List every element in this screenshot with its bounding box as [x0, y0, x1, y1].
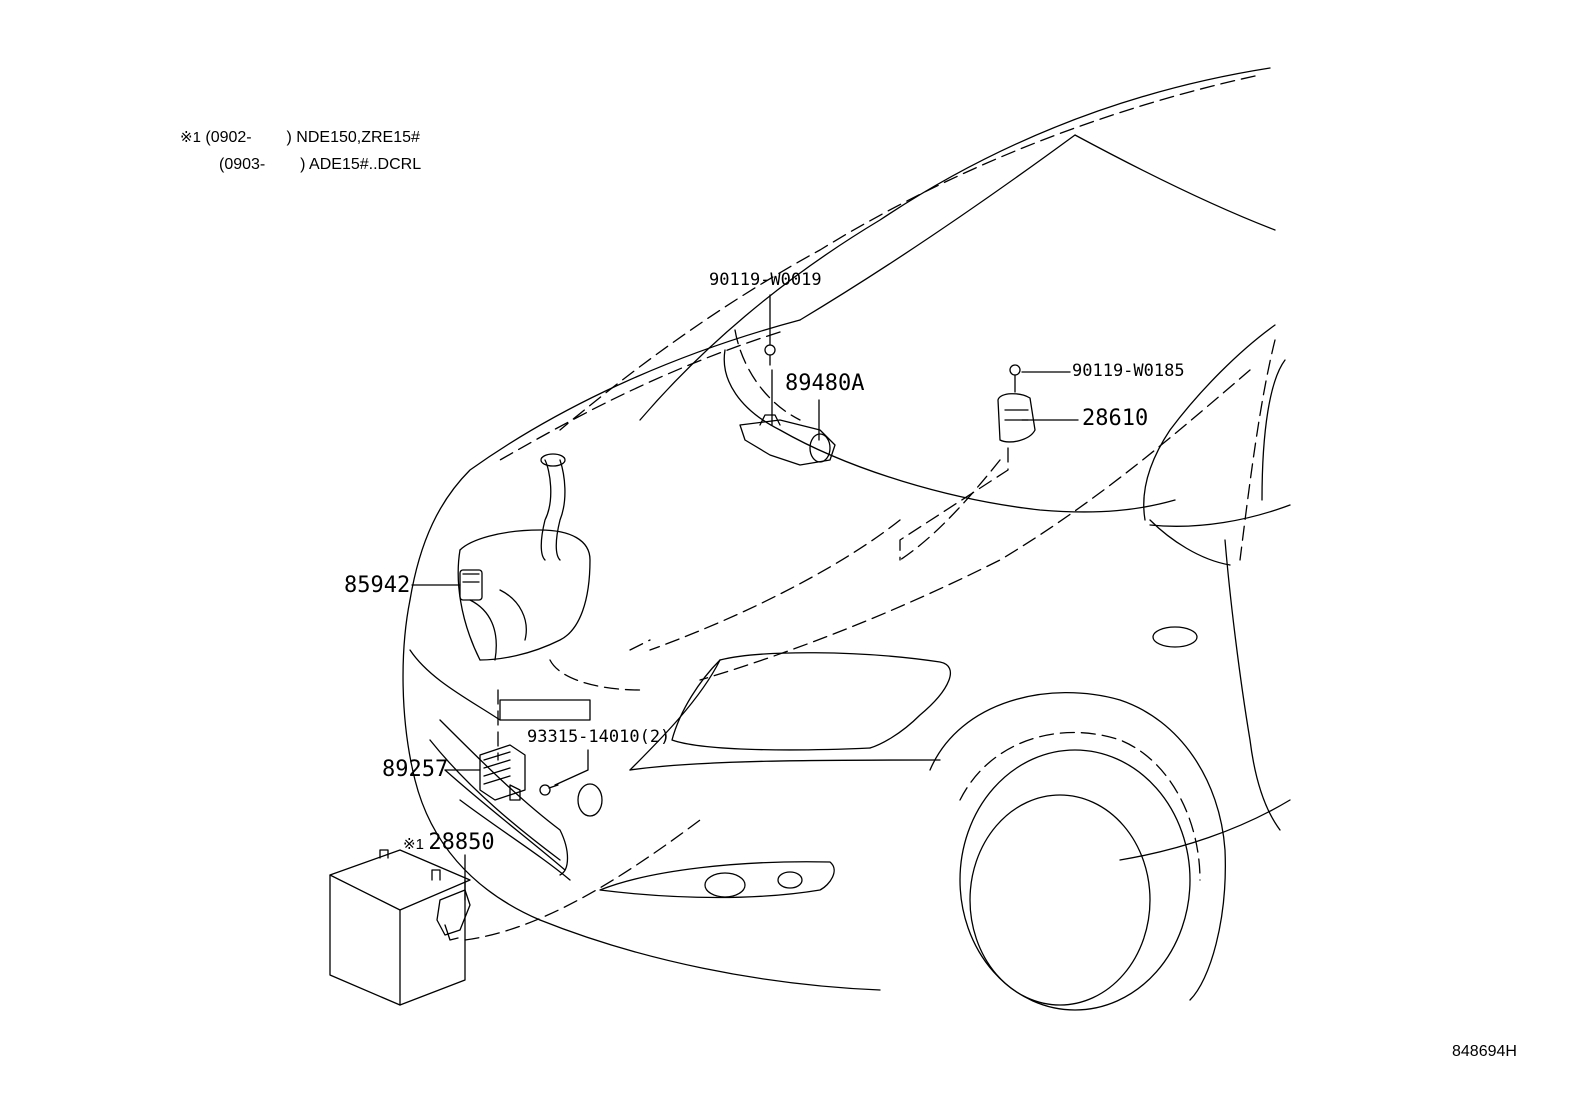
part-label-horn-relay[interactable]: 28610 — [1082, 406, 1149, 431]
note-period-1: (0902- — [205, 129, 252, 146]
battery-drawing — [329, 849, 471, 1006]
drawing-code: 848694H — [1452, 1043, 1517, 1060]
module-drawing — [479, 744, 559, 801]
part-label-washer-connector[interactable]: 85942 — [344, 573, 411, 598]
horn-relay-drawing — [997, 364, 1036, 443]
leader-lines — [411, 294, 1079, 941]
car-body-outline — [402, 67, 1291, 1011]
battery-sensor-mark: ※1 — [403, 836, 424, 853]
note-period-2: (0903- — [219, 156, 266, 173]
part-label-bolt-right[interactable]: 90119-W0185 — [1072, 361, 1185, 381]
hood-sensor-drawing — [739, 344, 836, 466]
note-models-1: ) NDE150,ZRE15# — [286, 129, 420, 146]
part-label-screw[interactable]: 93315-14010(2) — [527, 727, 671, 747]
part-label-hood-sensor[interactable]: 89480A — [785, 371, 865, 396]
note-models-2: ) ADE15#..DCRL — [300, 156, 422, 173]
battery-sensor-callout: ※1 28850 — [403, 832, 495, 854]
note-line-1: ※1 (0902- ) NDE150,ZRE15# — [180, 130, 420, 146]
note-line-2: (0903- ) ADE15#..DCRL — [219, 157, 421, 173]
part-label-battery-sensor[interactable]: 28850 — [428, 830, 495, 855]
washer-tank-drawing — [457, 453, 591, 661]
part-label-module[interactable]: 89257 — [382, 757, 449, 782]
note-mark: ※1 — [180, 129, 201, 146]
part-label-bolt-upper[interactable]: 90119-W0019 — [709, 270, 822, 290]
